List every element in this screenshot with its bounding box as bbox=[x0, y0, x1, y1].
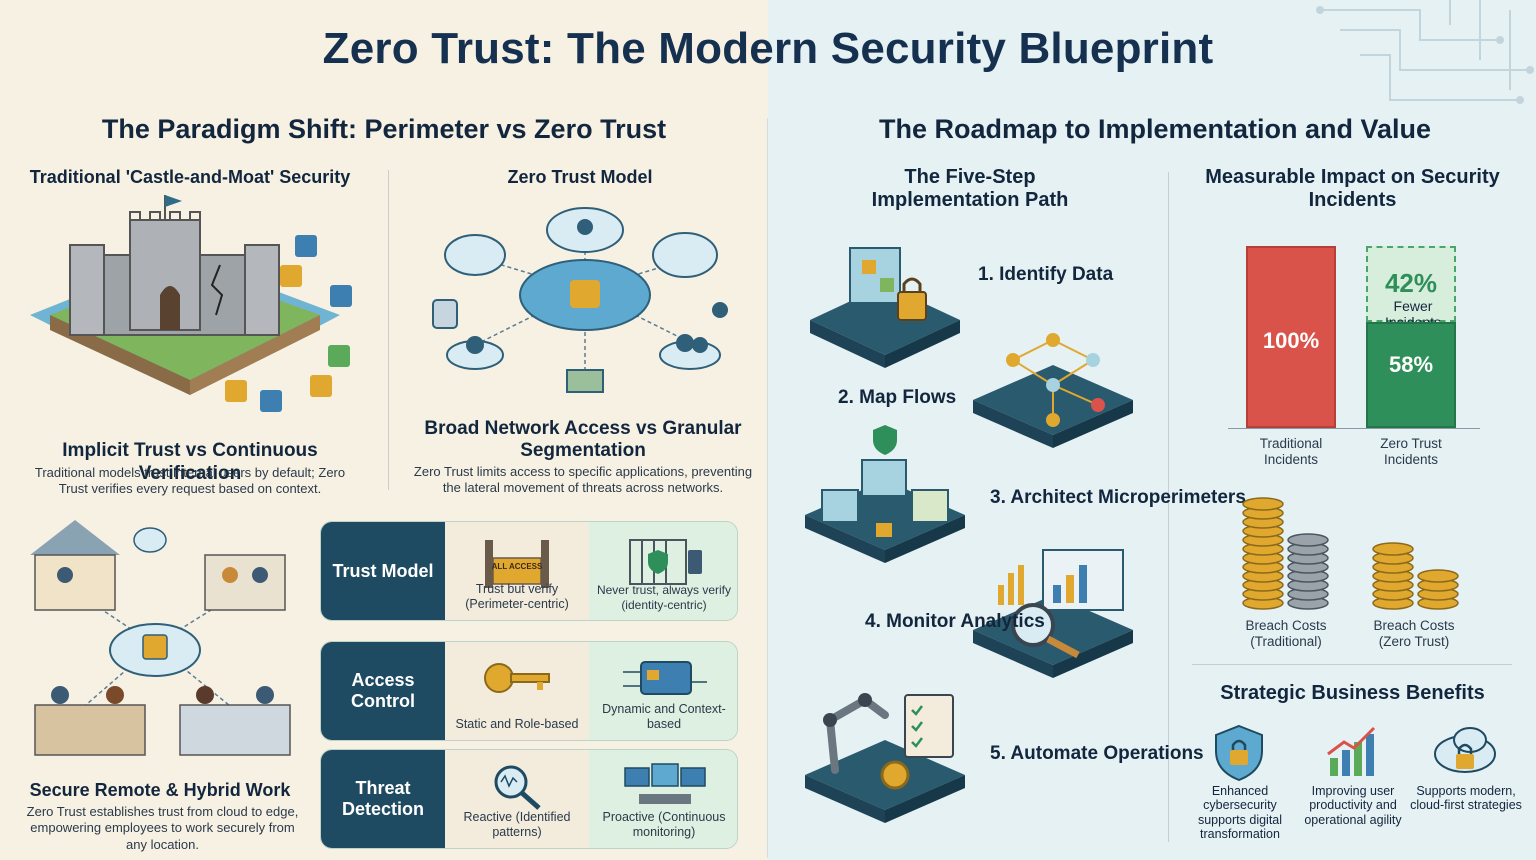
zero-trust-value: Dynamic and Context-based bbox=[602, 702, 726, 731]
step-1: 1. Identify Data bbox=[978, 264, 1114, 285]
gate-icon: ALL ACCESS bbox=[485, 540, 549, 588]
segmentation-description: Zero Trust limits access to specific app… bbox=[413, 464, 753, 496]
growth-chart-icon bbox=[1327, 726, 1376, 776]
zero-trust-value: Never trust, always verify (identity-cen… bbox=[596, 583, 732, 612]
key-icon bbox=[484, 663, 550, 693]
cloud-network-illustration-icon bbox=[432, 207, 728, 393]
secure-gate-icon bbox=[629, 539, 702, 585]
microperimeter-cubes-icon bbox=[805, 425, 965, 563]
smart-card-icon bbox=[623, 661, 707, 695]
shield-lock-icon bbox=[1215, 724, 1263, 782]
traditional-title: Traditional 'Castle-and-Moat' Security bbox=[29, 167, 351, 187]
paradigm-heading: The Paradigm Shift: Perimeter vs Zero Tr… bbox=[101, 114, 667, 144]
magnifier-icon bbox=[494, 765, 541, 810]
page-title: Zero Trust: The Modern Security Blueprin… bbox=[322, 24, 1214, 73]
benefit-item: Supports modern, cloud-first strategies bbox=[1410, 784, 1522, 813]
data-cubes-icon bbox=[810, 247, 960, 368]
table-row: Threat Detection Reactive (Identified pa… bbox=[320, 749, 738, 849]
path-title: The Five-Step Implementation Path bbox=[871, 166, 1069, 211]
category-label: Traditional Incidents bbox=[1259, 436, 1323, 467]
zero-trust-incidents-bar: 58% bbox=[1366, 322, 1456, 428]
traditional-value-label: 100% bbox=[1262, 328, 1320, 353]
automation-robot-icon bbox=[805, 693, 965, 823]
step-2: 2. Map Flows bbox=[838, 387, 957, 408]
coin-stacks-icon bbox=[1242, 497, 1459, 610]
cloud-lock-icon bbox=[1434, 727, 1496, 773]
traditional-value: Trust but verify (Perimeter-centric) bbox=[465, 582, 569, 611]
table-row: Trust Model ALL ACCESS Trust but verify … bbox=[320, 521, 738, 621]
remote-work-illustration-icon bbox=[30, 520, 291, 756]
step-5: 5. Automate Operations bbox=[990, 743, 1204, 764]
monitoring-screens-icon bbox=[624, 763, 706, 804]
cost-label: Breach Costs (Traditional) bbox=[1245, 618, 1327, 649]
roadmap-heading: The Roadmap to Implementation and Value bbox=[878, 114, 1432, 144]
castle-illustration-icon bbox=[30, 195, 352, 412]
zero-trust-value: Proactive (Continuous monitoring) bbox=[602, 810, 726, 839]
reduction-bar: 42% Fewer Incidents bbox=[1366, 246, 1456, 330]
segmentation-subtitle: Broad Network Access vs Granular Segment… bbox=[424, 418, 742, 461]
divider bbox=[1192, 664, 1512, 665]
data-flow-network-icon bbox=[973, 333, 1133, 448]
remote-work-subtitle: Secure Remote & Hybrid Work bbox=[29, 780, 291, 800]
circuit-decoration-icon bbox=[1316, 0, 1534, 104]
zero-trust-value-label: 58% bbox=[1388, 352, 1434, 378]
category-label: Zero Trust Incidents bbox=[1380, 436, 1442, 467]
remote-work-description: Zero Trust establishes trust from cloud … bbox=[26, 804, 299, 852]
traditional-value: Static and Role-based bbox=[455, 717, 579, 731]
trust-subtitle: Implicit Trust vs Continuous Verificatio… bbox=[62, 440, 318, 484]
divider bbox=[388, 170, 389, 490]
chart-baseline bbox=[1228, 428, 1480, 429]
cost-label: Breach Costs (Zero Trust) bbox=[1373, 618, 1455, 649]
row-label: Threat Detection bbox=[321, 750, 445, 848]
divider bbox=[767, 118, 768, 858]
divider bbox=[1168, 172, 1169, 842]
zero-trust-model-title: Zero Trust Model bbox=[507, 167, 653, 187]
row-label: Access Control bbox=[321, 642, 445, 740]
benefit-item: Improving user productivity and operatio… bbox=[1304, 784, 1402, 827]
step-4: 4. Monitor Analytics bbox=[865, 611, 1045, 632]
row-label: Trust Model bbox=[321, 522, 445, 620]
benefit-item: Enhanced cybersecurity supports digital … bbox=[1197, 784, 1283, 842]
impact-title: Measurable Impact on Security Incidents bbox=[1205, 166, 1500, 211]
reduction-value: 42% bbox=[1384, 268, 1438, 298]
all-access-badge: ALL ACCESS bbox=[492, 562, 543, 571]
step-3: 3. Architect Microperimeters bbox=[990, 487, 1246, 508]
benefits-title: Strategic Business Benefits bbox=[1220, 682, 1485, 704]
table-row: Access Control Static and Role-based Dyn… bbox=[320, 641, 738, 741]
traditional-value: Reactive (Identified patterns) bbox=[463, 810, 571, 839]
traditional-incidents-bar: 100% bbox=[1246, 246, 1336, 428]
analytics-monitor-icon bbox=[973, 549, 1133, 678]
trust-description: Traditional models trust internal users … bbox=[34, 465, 346, 497]
